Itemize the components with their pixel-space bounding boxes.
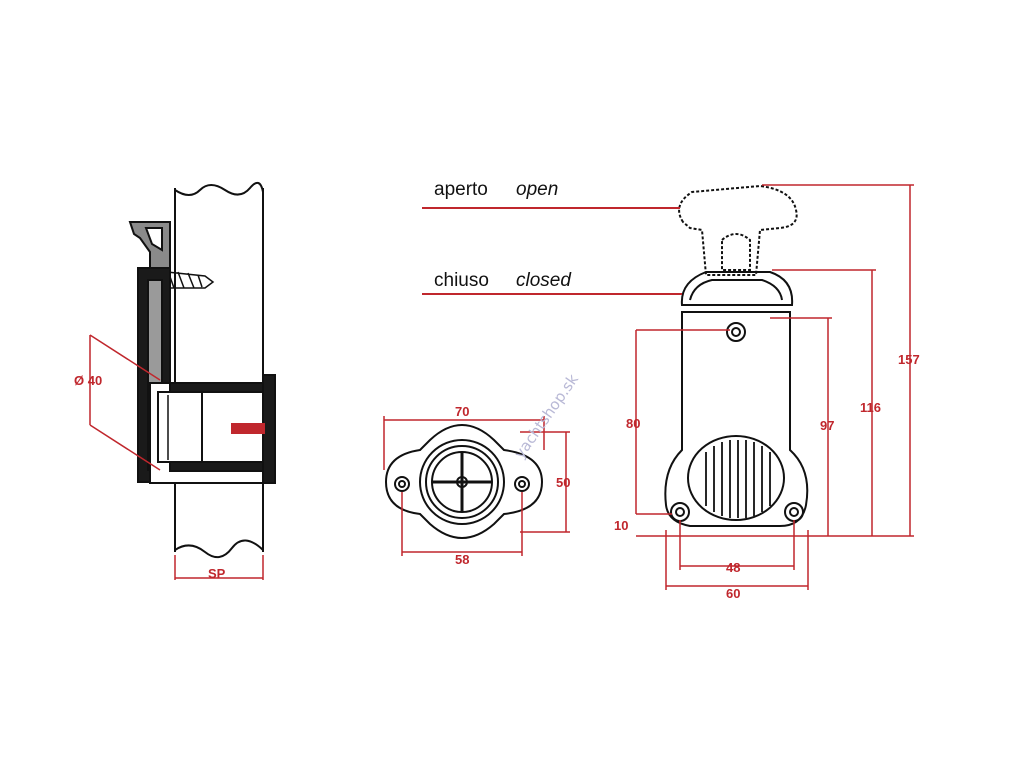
flange-center <box>456 476 468 488</box>
closed-label-en: closed <box>516 270 572 291</box>
flange-height-label: 50 <box>556 475 570 490</box>
side-dimensions <box>89 334 264 580</box>
closed-height-label: 116 <box>860 400 881 415</box>
thickness-label: SP <box>208 566 226 581</box>
dim-58-lines <box>401 492 523 556</box>
open-label-en: open <box>516 179 558 200</box>
top-bolt <box>726 322 746 342</box>
flange-hole-left-inner <box>398 480 406 488</box>
handle-closed <box>680 271 794 306</box>
flange-hole-left <box>394 476 410 492</box>
handle-closed-inner <box>689 279 783 301</box>
flange-width-label: 70 <box>455 404 469 419</box>
dim-157-lines <box>762 184 914 536</box>
dim-10-lines <box>636 513 914 537</box>
flange-view <box>384 424 544 539</box>
hole-spacing-label: 48 <box>726 560 740 575</box>
dim-97-lines <box>770 317 832 536</box>
red-pin <box>231 423 265 434</box>
handle-open <box>678 184 798 276</box>
dim-48-lines <box>679 520 795 570</box>
flange-dimensions <box>383 416 570 556</box>
top-bolt-inner <box>731 327 741 337</box>
front-dimensions <box>635 184 914 590</box>
flange-bore-ring <box>425 445 499 519</box>
open-label-it: aperto <box>434 179 488 200</box>
hook-notch <box>144 227 163 252</box>
body-top-height-label: 97 <box>820 418 834 433</box>
bolt-left-inner <box>675 507 685 517</box>
dim-60-lines <box>665 530 809 590</box>
closed-label-it: chiuso <box>434 270 489 291</box>
dim-80-lines <box>635 329 730 514</box>
watermark: yachtshop.sk <box>510 370 582 462</box>
label-leaders <box>422 207 682 295</box>
valve-body-front <box>664 311 809 527</box>
front-view <box>664 184 809 527</box>
gate-plate <box>157 391 203 463</box>
bolt-right-inner <box>789 507 799 517</box>
open-height-label: 157 <box>898 352 920 367</box>
sp-lines <box>174 555 264 580</box>
dim-116-lines <box>772 269 876 536</box>
flange-outline <box>384 424 544 539</box>
body-width-label: 60 <box>726 586 740 601</box>
dim-50-lines <box>520 431 570 533</box>
flange-hole-right <box>514 476 530 492</box>
pipe-wall-bottom <box>169 461 264 472</box>
dim-70-lines <box>383 416 545 470</box>
handle-open-slot <box>721 233 751 271</box>
bottom-offset-label: 10 <box>614 518 628 533</box>
body-height-label: 80 <box>626 416 640 431</box>
bolt-right <box>784 502 804 522</box>
flange-cross <box>432 452 492 512</box>
dia-lines <box>89 334 161 471</box>
wall-outline <box>174 181 264 559</box>
diameter-label: Ø 40 <box>74 373 102 388</box>
side-section-view <box>128 181 276 559</box>
bolt-left <box>670 502 690 522</box>
pipe-wall-top <box>169 382 264 393</box>
flange-hole-right-inner <box>518 480 526 488</box>
flange-bore-outer <box>419 439 505 525</box>
grille-outline <box>687 435 785 521</box>
grille-bars <box>705 440 771 518</box>
flange-hole-spacing-label: 58 <box>455 552 469 567</box>
